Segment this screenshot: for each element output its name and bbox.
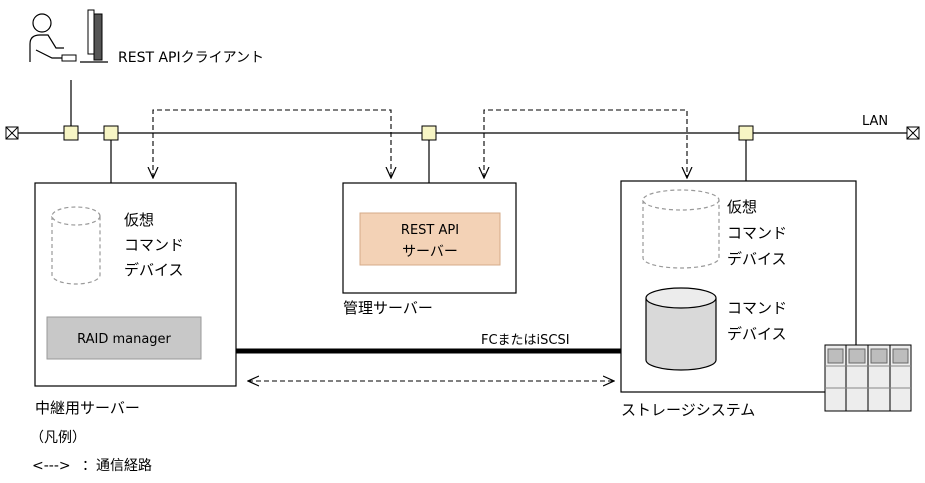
relay-virtual-device-line3: デバイス — [124, 261, 184, 279]
lan-port-relay — [103, 125, 119, 141]
user-computer-icon — [29, 9, 108, 63]
relay-server-caption: 中継用サーバー — [35, 399, 140, 417]
raid-manager-box — [46, 316, 202, 360]
storage-virtual-device-line2: コマンド — [727, 224, 787, 242]
storage-system-caption: ストレージシステム — [621, 401, 755, 419]
rest-api-server-line2: サーバー — [402, 244, 458, 260]
legend-title: （凡例） — [30, 430, 86, 446]
legend-entry: ：通信経路 — [82, 458, 152, 474]
fc-iscsi-label: FCまたはiSCSI — [481, 333, 570, 348]
virtual-command-device-storage-icon — [642, 189, 720, 269]
command-device-line2: デバイス — [727, 325, 787, 343]
rest-api-server-line1: REST API — [401, 223, 459, 238]
legend-arrow-symbol: <---> — [32, 458, 71, 474]
lan-label: LAN — [862, 114, 888, 129]
comm-path-relay-management — [153, 109, 391, 178]
command-device-icon — [645, 287, 717, 371]
raid-manager-label: RAID manager — [77, 332, 171, 347]
lan-terminator-right — [906, 126, 920, 140]
client-label: REST APIクライアント — [118, 50, 264, 66]
command-device-line1: コマンド — [727, 299, 787, 317]
management-server-caption: 管理サーバー — [343, 299, 433, 317]
lan-port-client — [63, 125, 79, 141]
relay-virtual-device-line2: コマンド — [124, 236, 184, 254]
virtual-command-device-relay-icon — [51, 206, 101, 285]
storage-virtual-device-line3: デバイス — [727, 250, 787, 268]
comm-path-management-storage — [484, 109, 687, 178]
lan-port-storage — [738, 125, 754, 141]
rest-api-server-box — [359, 212, 501, 266]
lan-terminator-left — [5, 126, 19, 140]
relay-virtual-device-line1: 仮想 — [124, 211, 154, 229]
lan-port-management — [421, 125, 437, 141]
storage-virtual-device-line1: 仮想 — [727, 198, 757, 216]
storage-rack-icon — [824, 344, 912, 412]
